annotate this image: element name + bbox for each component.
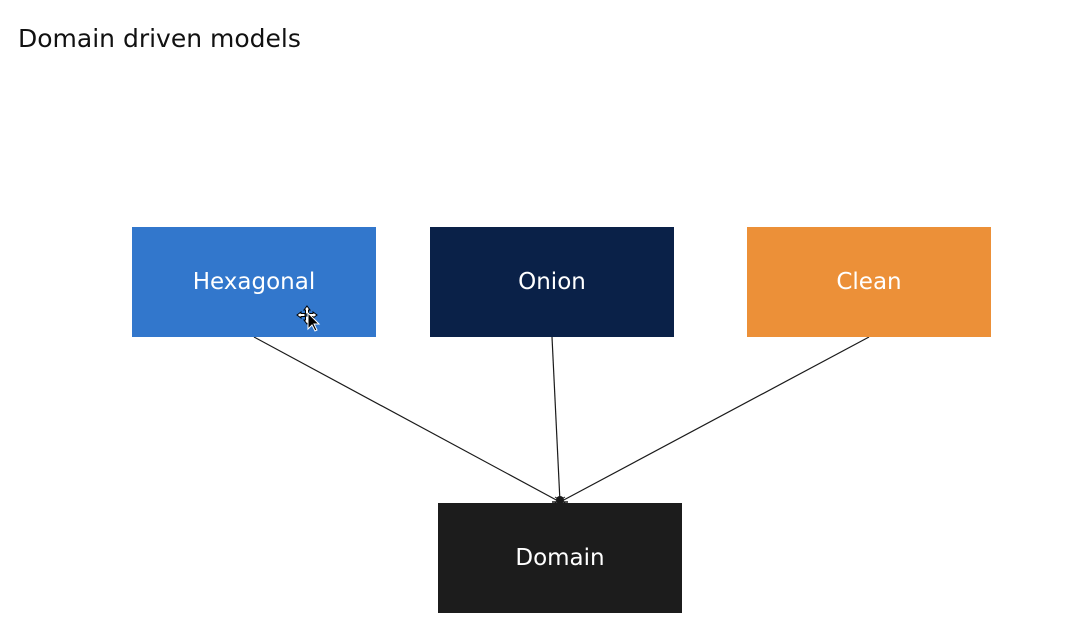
connection-point-handle[interactable] [552,496,568,504]
node-clean[interactable]: Clean [747,227,991,337]
edge-hexagonal-domain[interactable] [253,336,561,503]
node-domain-label: Domain [515,545,605,571]
slide-title: Domain driven models [18,24,301,53]
node-onion-label: Onion [518,269,586,295]
move-cursor-icon [296,305,321,332]
node-onion[interactable]: Onion [430,227,674,337]
edge-onion-domain[interactable] [551,336,561,503]
node-hexagonal[interactable]: Hexagonal [132,227,376,337]
node-hexagonal-label: Hexagonal [192,269,316,295]
edge-clean-domain[interactable] [559,336,870,503]
node-domain[interactable]: Domain [438,503,682,613]
node-clean-label: Clean [836,269,902,295]
